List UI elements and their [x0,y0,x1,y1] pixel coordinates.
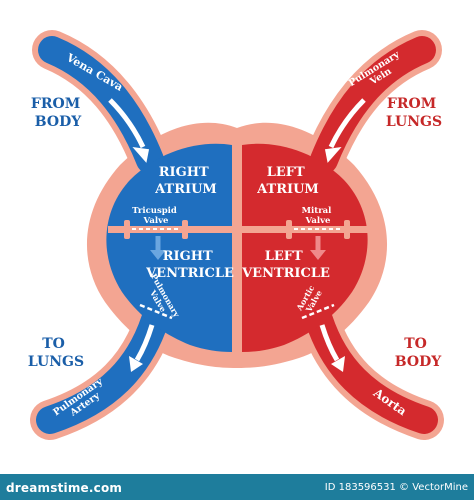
tricuspid-valve-cap-right [182,220,188,239]
label-mitral-valve: Mitral Valve [302,206,335,226]
flow-arrow-pulmonary-artery [129,324,155,372]
pulmonary-valve-line [139,303,173,320]
label-from-lungs: FROM LUNGS [386,96,442,130]
footer-credit: ID 183596531 © VectorMine [324,482,468,493]
tricuspid-valve-cap-left [124,220,130,239]
label-right-atrium: RIGHT ATRIUM [154,165,217,197]
aortic-valve-line [301,303,335,320]
label-tricuspid-valve: Tricuspid Valve [132,206,180,226]
mitral-valve-cap-left [286,220,292,239]
flow-arrow-vena-cava [108,98,150,163]
heart-diagram: FROM BODY FROM LUNGS TO LUNGS TO BODY RI… [28,30,444,440]
flow-arrow-aorta [319,324,345,372]
label-left-ventricle: LEFT VENTRICLE [241,249,330,281]
flow-arrow-right-ventricle [150,236,166,260]
footer-site[interactable]: dreamstime.com [6,481,123,495]
left-heart [242,143,368,352]
label-right-ventricle: RIGHT VENTRICLE [145,249,234,281]
right-heart [106,143,232,352]
flow-arrow-left-ventricle [310,236,326,260]
label-to-body: TO BODY [395,336,442,370]
label-to-lungs: TO LUNGS [28,336,84,370]
septum [232,140,242,355]
flow-arrow-pulmonary-vein [324,98,366,163]
footer-bar: dreamstime.com ID 183596531 © VectorMine [0,474,474,500]
mitral-valve-cap-right [344,220,350,239]
label-from-body: FROM BODY [31,96,85,130]
label-left-atrium: LEFT ATRIUM [256,165,319,197]
